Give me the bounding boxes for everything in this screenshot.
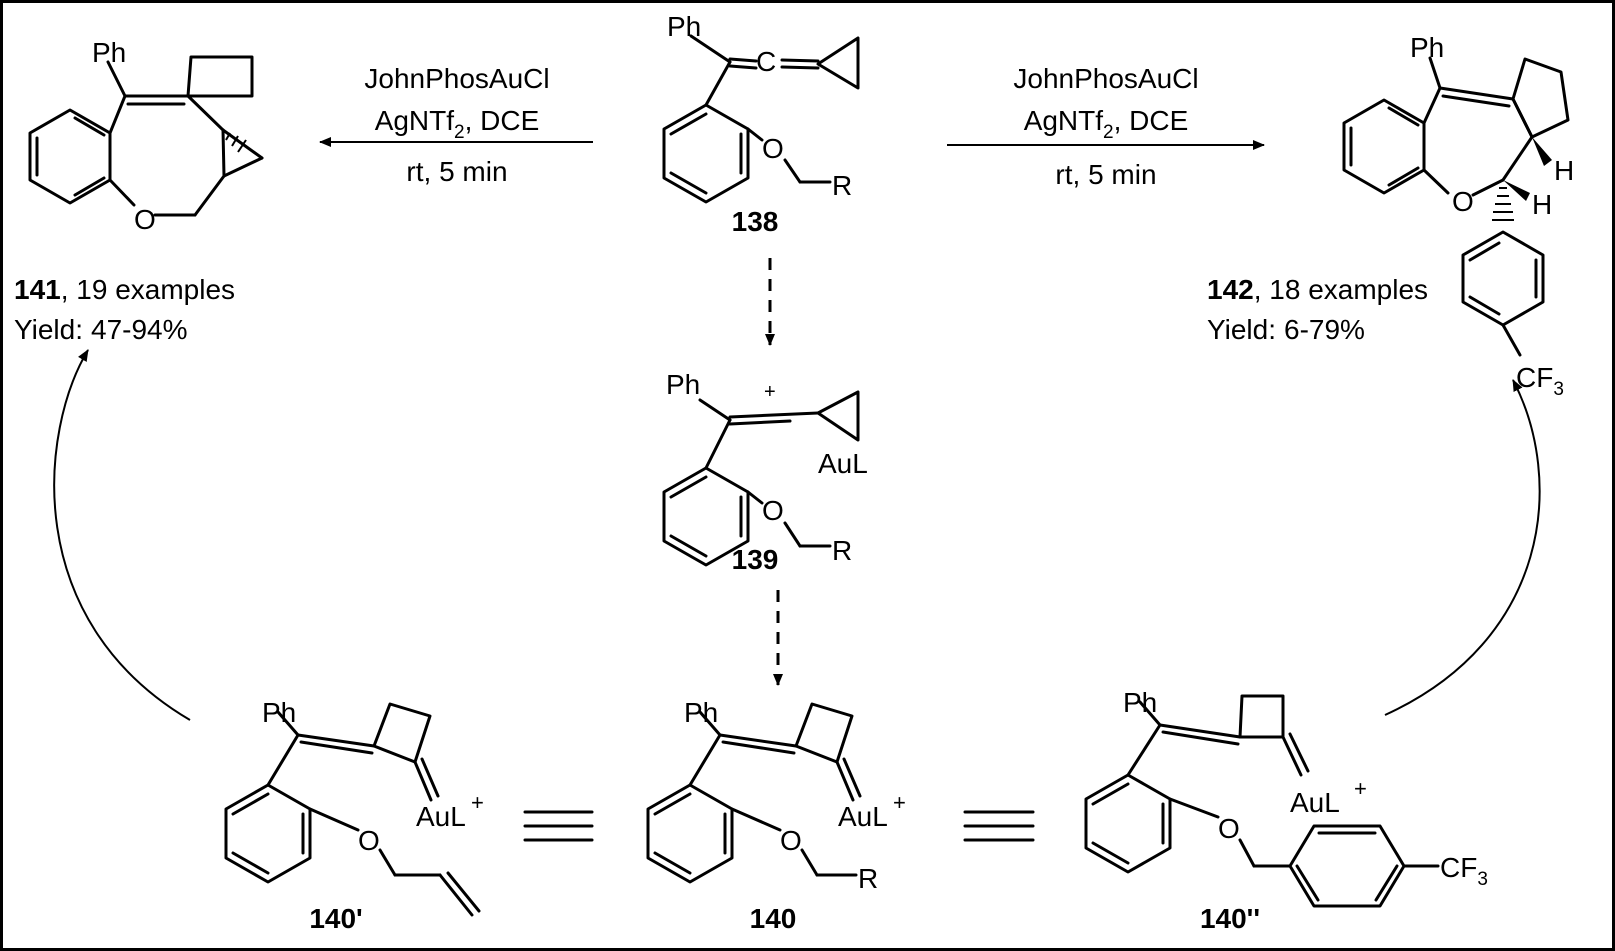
oxygen-label: O (762, 495, 784, 526)
alkylidene-cyclobutyl-carbene (1126, 694, 1310, 777)
compound-number: 140'' (1200, 903, 1260, 934)
conditions-label-left: rt, 5 min (406, 156, 507, 187)
cation-charge: + (893, 790, 906, 815)
phenyl-label: Ph (1410, 32, 1444, 63)
phenyl-label: Ph (262, 697, 296, 728)
catalyst-label-right: AgNTf2, DCE (1024, 105, 1189, 143)
cf3-label: CF3 (1440, 852, 1488, 890)
compound-number: 140' (309, 903, 362, 934)
benzene-ring (224, 783, 312, 884)
yield-label: Yield:6-79% (1207, 314, 1365, 345)
hashed-wedge (225, 132, 247, 153)
catalyst-label-left: AgNTf2, DCE (375, 105, 540, 143)
hydrogen-label: H (1532, 189, 1552, 220)
examples-label: 141, 19 examples (14, 274, 235, 305)
oxygen-label: O (1218, 813, 1240, 844)
curved-arrow-right (1384, 379, 1541, 716)
cation-charge: + (471, 790, 484, 815)
trifluoromethylphenyl-ring (1461, 230, 1545, 357)
gold-ligand-label: AuL (818, 448, 868, 479)
benzyl-ether-chain (1168, 797, 1292, 868)
ether-chain (746, 490, 832, 548)
curved-arrow-left (53, 349, 191, 721)
compound-138: Ph C O R 138 (662, 11, 860, 237)
cation-charge: + (1354, 776, 1367, 801)
benzene-ring (28, 108, 112, 205)
wedge-bond (1503, 180, 1530, 201)
compound-number: 140 (750, 903, 797, 934)
phenyl-label: Ph (667, 11, 701, 42)
alkylidene-cyclobutyl-carbene (688, 702, 862, 802)
allyl-ether-chain (308, 807, 481, 917)
reaction-arrow-right: JohnPhosAuCl AgNTf2, DCE rt, 5 min (947, 63, 1265, 190)
wedge-bond (1532, 137, 1552, 166)
phenyl-label: Ph (666, 369, 700, 400)
cyclobutane-ring (186, 55, 254, 98)
compound-142: Ph O H H CF3 142, 18 examples Yield:6-79… (1207, 32, 1574, 400)
r-group-label: R (832, 170, 852, 201)
benzene-ring (1342, 98, 1426, 195)
compound-number: 138 (732, 206, 779, 237)
yield-label: Yield:47-94% (14, 314, 188, 345)
ether-chain (730, 807, 858, 877)
allene-carbon-label: C (756, 46, 776, 77)
allene-cyclopropylidene (689, 34, 860, 107)
gold-ligand-label: AuL (1290, 787, 1340, 818)
reaction-arrow-left: JohnPhosAuCl AgNTf2, DCE rt, 5 min (319, 63, 593, 187)
oxocine-core (106, 60, 226, 217)
oxygen-label: O (134, 204, 156, 235)
reagent-label-left: JohnPhosAuCl (364, 63, 549, 94)
oxepine-core (1422, 56, 1534, 197)
phenyl-label: Ph (92, 37, 126, 68)
gold-ligand-label: AuL (838, 801, 888, 832)
r-group-label: R (832, 535, 852, 566)
oxygen-label: O (780, 825, 802, 856)
cyclobutane-ring (1511, 57, 1570, 139)
equivalence-sign-right (963, 810, 1035, 842)
hashed-wedge (1492, 187, 1514, 221)
cation-charge: + (764, 381, 776, 403)
compound-140-double-prime: Ph AuL + O CF3 140'' (1084, 687, 1488, 934)
examples-label: 142, 18 examples (1207, 274, 1428, 305)
gold-ligand-label: AuL (416, 801, 466, 832)
oxygen-label: O (358, 825, 380, 856)
compound-139: Ph + AuL O R 139 (662, 369, 868, 575)
compound-140: Ph AuL + O R 140 (646, 697, 906, 934)
benzene-ring (662, 103, 750, 204)
trifluoromethylphenyl-ring (1288, 824, 1440, 908)
vinyl-cation-cyclopropyl (698, 390, 860, 470)
reagent-label-right: JohnPhosAuCl (1013, 63, 1198, 94)
ether-chain (746, 127, 832, 184)
compound-140-prime: Ph AuL + O 140' (224, 697, 484, 934)
compound-number: 139 (732, 544, 779, 575)
oxygen-label: O (762, 133, 784, 164)
benzene-ring (1084, 773, 1172, 874)
benzene-ring (646, 783, 734, 884)
phenyl-label: Ph (684, 697, 718, 728)
alkylidene-cyclobutyl-carbene (266, 702, 440, 802)
hydrogen-label: H (1554, 155, 1574, 186)
phenyl-label: Ph (1123, 687, 1157, 718)
oxygen-label: O (1452, 186, 1474, 217)
cf3-label: CF3 (1516, 362, 1564, 400)
conditions-label-right: rt, 5 min (1055, 159, 1156, 190)
r-group-label: R (858, 863, 878, 894)
compound-141: Ph O 141, 19 examples Yield:47-94% (14, 37, 264, 345)
equivalence-sign-left (523, 810, 594, 842)
